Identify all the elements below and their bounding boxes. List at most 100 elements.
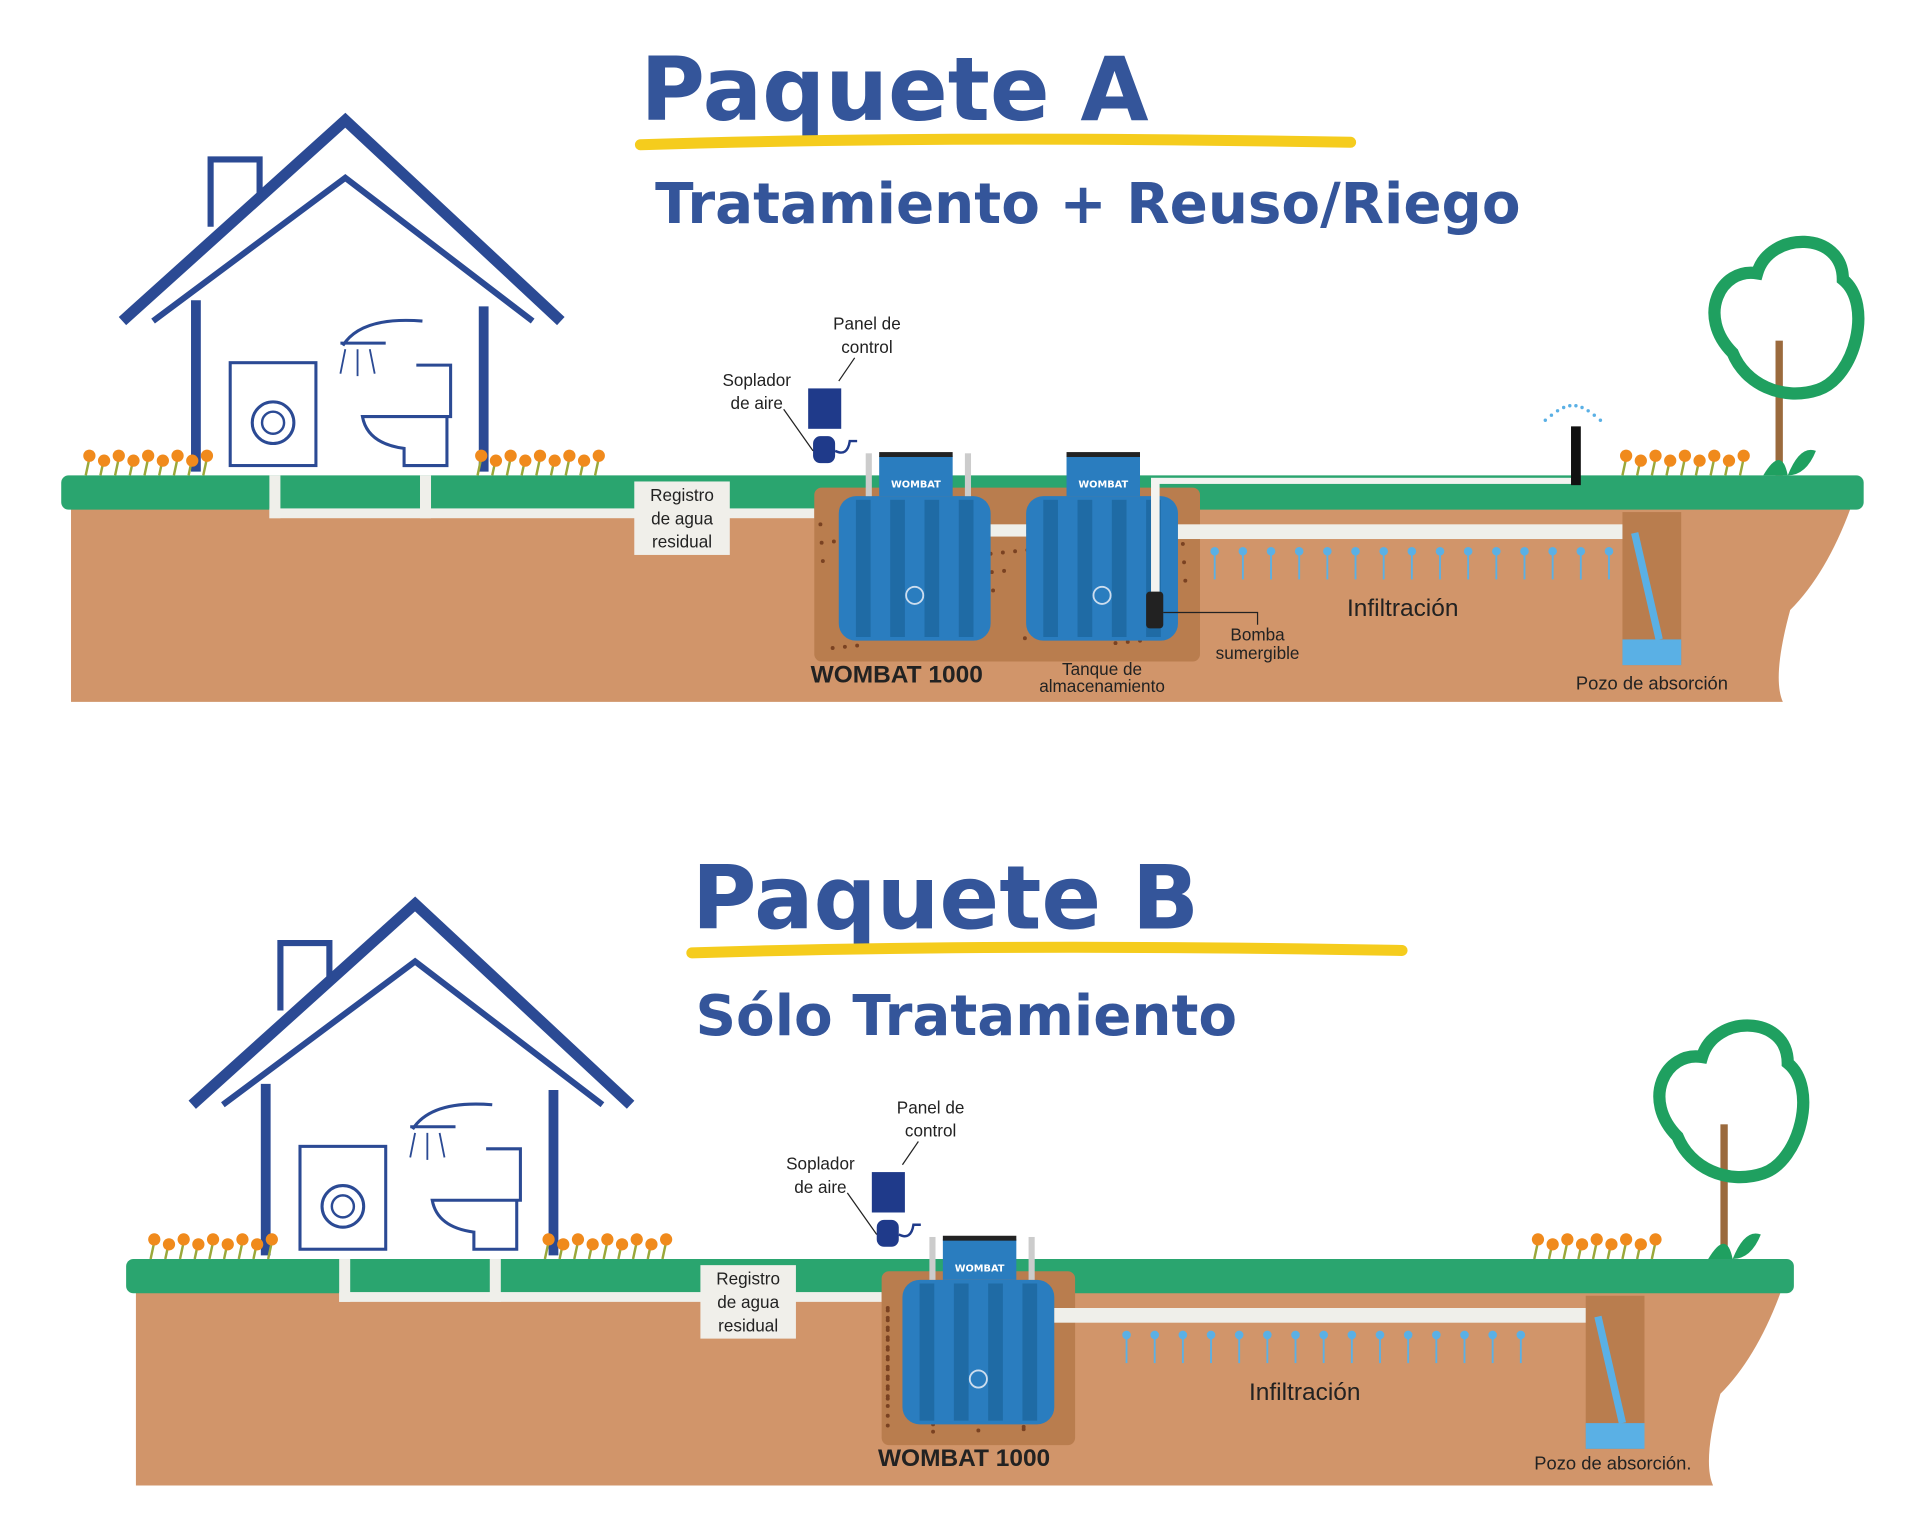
water-drop-icon bbox=[1435, 546, 1445, 556]
bush bbox=[1708, 1233, 1761, 1260]
tank-model-label: WOMBAT 1000 bbox=[811, 661, 983, 688]
water-drop-icon bbox=[1234, 1330, 1244, 1340]
label: residual bbox=[652, 532, 712, 552]
package-title: Paquete A bbox=[640, 38, 1148, 141]
pointer-line bbox=[783, 408, 814, 452]
water-drop-icon bbox=[1294, 546, 1304, 556]
wombat-logo: WOMBAT bbox=[891, 480, 941, 491]
water-drop-icon bbox=[1122, 1330, 1131, 1340]
water-drop-icon bbox=[1460, 1330, 1469, 1340]
water-drop-icon bbox=[1347, 1330, 1357, 1340]
pointer-line bbox=[846, 1192, 878, 1235]
spiral-logo-icon bbox=[1092, 585, 1112, 605]
flower bbox=[200, 449, 214, 462]
label: residual bbox=[718, 1315, 778, 1335]
water-drop-icon bbox=[1178, 1330, 1188, 1340]
tree-trunk bbox=[1775, 340, 1783, 476]
tank-model-label: WOMBAT 1000 bbox=[878, 1445, 1050, 1472]
flower bbox=[156, 454, 169, 467]
registro-box bbox=[700, 1265, 796, 1339]
flower bbox=[1634, 454, 1647, 467]
package-subtitle: Tratamiento + Reuso/Riego bbox=[655, 172, 1520, 237]
washing-machine-icon bbox=[228, 361, 318, 468]
label: Bomba bbox=[1230, 625, 1285, 645]
pointer-line bbox=[838, 357, 856, 382]
spiral-logo-icon bbox=[905, 585, 925, 605]
water-drop-icon bbox=[1407, 546, 1417, 556]
flower bbox=[1531, 1233, 1545, 1246]
flower bbox=[1620, 1233, 1633, 1246]
wombat-tank: WOMBAT bbox=[838, 452, 991, 641]
spiral-logo-icon bbox=[968, 1369, 988, 1389]
water-drop-icon bbox=[1488, 1330, 1497, 1340]
flower bbox=[601, 1233, 614, 1246]
flower bbox=[475, 449, 488, 462]
flower bbox=[1722, 454, 1736, 467]
flower bbox=[1634, 1238, 1647, 1251]
flower bbox=[645, 1238, 658, 1251]
pump-pipe bbox=[1151, 481, 1160, 598]
submersible-pump bbox=[1146, 591, 1164, 629]
water-drop-icon bbox=[1291, 1330, 1300, 1340]
flower bbox=[112, 449, 125, 462]
wombat-logo: WOMBAT bbox=[955, 1263, 1005, 1274]
house-icon bbox=[188, 896, 635, 1256]
inlet-pipe bbox=[339, 1292, 882, 1302]
label: Panel de bbox=[897, 1097, 965, 1117]
tree-icon bbox=[1653, 1019, 1810, 1184]
label: control bbox=[841, 337, 892, 357]
flower bbox=[1693, 454, 1706, 467]
flower bbox=[251, 1238, 264, 1251]
flower bbox=[586, 1238, 599, 1251]
infiltration-pipe bbox=[1054, 1308, 1598, 1323]
water-flow bbox=[1594, 1315, 1627, 1424]
water-drop-icon bbox=[1432, 1330, 1441, 1340]
flower bbox=[97, 454, 111, 467]
flower bbox=[615, 1238, 629, 1251]
water-drop-icon bbox=[1210, 546, 1219, 556]
flower bbox=[1605, 1238, 1618, 1251]
water-drop-icon bbox=[1604, 546, 1614, 556]
irrigation-pipe bbox=[1151, 477, 1576, 484]
label: sumergible bbox=[1216, 643, 1300, 663]
storage-tank: WOMBAT bbox=[1026, 452, 1178, 641]
tree-icon bbox=[1708, 235, 1865, 400]
toilet-icon bbox=[360, 363, 453, 468]
water-drop-icon bbox=[1379, 546, 1388, 556]
flower bbox=[533, 449, 547, 462]
flower bbox=[221, 1238, 234, 1251]
toilet-icon bbox=[430, 1147, 522, 1251]
flower bbox=[577, 454, 591, 467]
flower bbox=[171, 449, 184, 462]
water-drop-icon bbox=[1323, 546, 1332, 556]
flower bbox=[1649, 449, 1662, 462]
package-subtitle: Sólo Tratamiento bbox=[696, 984, 1238, 1049]
flower bbox=[83, 449, 96, 462]
yellow-brushstroke bbox=[634, 133, 1357, 151]
flower bbox=[563, 449, 576, 462]
flower bbox=[1649, 1233, 1662, 1246]
flower bbox=[142, 449, 155, 462]
water-drop-icon bbox=[1375, 1330, 1385, 1340]
sprinkler-icon bbox=[1571, 426, 1581, 486]
flower bbox=[1737, 449, 1750, 462]
shower-icon bbox=[340, 318, 423, 347]
flower bbox=[177, 1233, 190, 1246]
water-drop-icon bbox=[1150, 1330, 1159, 1340]
label: de agua bbox=[717, 1292, 779, 1312]
label: Soplador bbox=[786, 1154, 855, 1174]
shower-icon bbox=[410, 1102, 493, 1131]
yellow-brushstroke bbox=[686, 941, 1408, 959]
flower bbox=[630, 1233, 643, 1246]
flower bbox=[571, 1233, 585, 1246]
flower bbox=[265, 1233, 278, 1246]
flower bbox=[236, 1233, 249, 1246]
flower bbox=[192, 1238, 205, 1251]
water-drop-icon bbox=[1319, 1330, 1328, 1340]
air-blower bbox=[876, 1219, 899, 1247]
registro-box bbox=[634, 481, 730, 555]
control-panel bbox=[871, 1172, 905, 1213]
